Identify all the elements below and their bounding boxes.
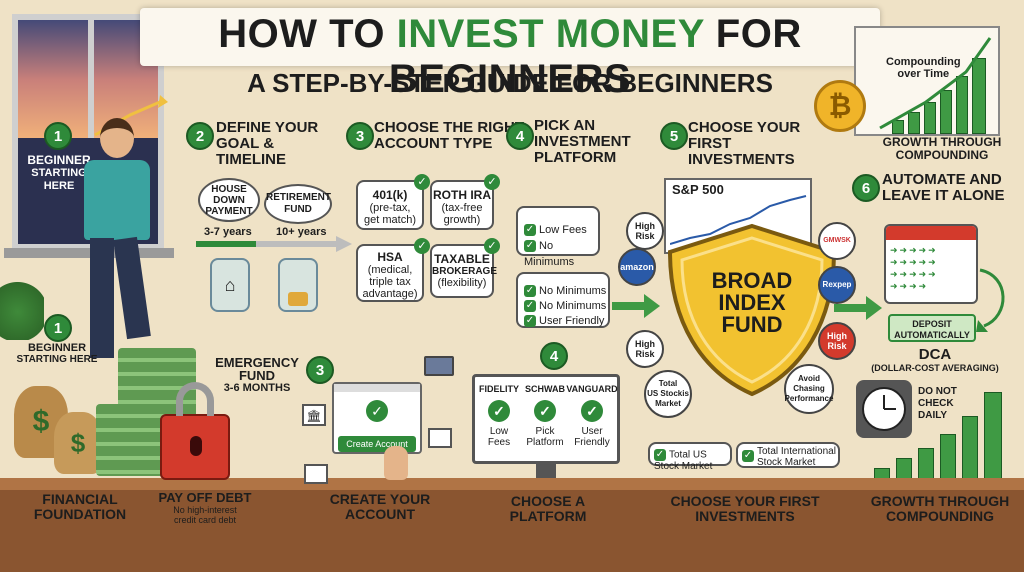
platform-number: 4 [540,342,568,370]
tag-high-risk-1: High Risk [626,212,664,250]
tag-high-risk-3: High Risk [818,322,856,360]
check-icon: ✓ [524,224,536,237]
table-front [0,490,1024,572]
monitor-stand [536,464,556,478]
page-title: HOW TO INVEST MONEY FOR BEGINNERS [218,12,802,101]
timeline-arrow [196,236,352,252]
hand-pointer-icon [384,446,408,480]
shield-icon [667,223,837,397]
check-icon: ✓ [524,315,536,328]
step5-number: 5 [660,122,688,150]
dca-label: DCA (DOLLAR-COST AVERAGING) [871,346,999,373]
page-subtitle: A STEP-BY-STEP GUIDE FOR BEGINNERS [247,68,773,98]
growth-bars-bottom [872,380,1012,488]
clock-icon [856,380,912,438]
lock-icon [160,382,230,480]
step4-number: 4 [506,122,534,150]
tag-amazon: amazon [618,248,656,286]
arrow-to-step6 [834,296,882,320]
platform-schwab: SCHWAB ✓ Pick Platform [525,384,565,448]
coin-jar-icon [278,258,318,312]
bank-icon: 🏛 [302,404,326,426]
tag-high-risk-2: High Risk [626,330,664,368]
briefcase-icon [428,428,452,448]
laptop-icon [424,356,454,376]
goal2-timeline: 10+ years [276,226,327,238]
step1-label: BEGINNER STARTING HERE [27,153,91,193]
fund-total-us: ✓Total US Stock Market [648,442,732,472]
cash-stack [96,404,156,476]
check-icon: ✓ [414,174,430,190]
table-top [0,478,1024,492]
check-icon: ✓ [742,450,754,462]
person-illustration [78,118,168,388]
calendar-icon: ➜➜➜➜➜➜➜➜➜➜➜➜➜➜➜➜➜➜➜ [884,224,978,304]
check-icon: ✓ [534,400,556,422]
check-icon: ✓ [484,174,500,190]
bitcoin-icon: ₿ [814,80,866,132]
tag-gmwsk: GMWSK [818,222,856,260]
step2-number: 2 [186,122,214,150]
label-pay-off-debt: PAY OFF DEBT No high-interest credit car… [158,490,252,525]
fund-total-international: ✓Total International Stock Market [736,442,840,468]
check-icon: ✓ [524,300,536,313]
account-401k: 401(k)(pre-tax,get match) ✓ [356,174,430,230]
platform-checklist-1: ✓Low Fees ✓No Minimums [516,206,600,268]
check-icon: ✓ [654,449,666,461]
step3-number: 3 [346,122,374,150]
check-icon: ✓ [488,400,510,422]
platform-vanguard: VANGUARD ✓ User Friendly [566,384,618,448]
arrow-to-shield [612,294,660,318]
title-box [140,8,880,66]
platform-checklist-2: ✓No Minimums ✓No Minimums ✓User Friendly [516,272,610,328]
check-icon: ✓ [581,400,603,422]
check-icon: ✓ [414,238,430,254]
check-icon: ✓ [366,400,388,422]
plant-icon [0,270,44,340]
platform-fidelity: FIDELITY ✓ Low Fees [479,384,519,448]
check-icon: ✓ [524,240,536,253]
create-account-number: 3 [306,356,334,384]
loop-arrow [976,268,1005,332]
tag-rexpep: Rexpep [818,266,856,304]
step1-floor-number: 1 [44,314,72,342]
step6-number: 6 [852,174,880,202]
goal1-timeline: 3-7 years [204,226,252,238]
check-icon: ✓ [484,238,500,254]
step1-number: 1 [44,122,72,150]
check-icon: ✓ [524,285,536,298]
window-sill [4,248,174,258]
money-bag-icon: $ [54,412,102,474]
house-jar-icon: ⌂ [210,258,250,312]
chart-icon [304,464,328,484]
emergency-fund-label: EMERGENCY FUND 3-6 MONTHS [215,355,299,394]
